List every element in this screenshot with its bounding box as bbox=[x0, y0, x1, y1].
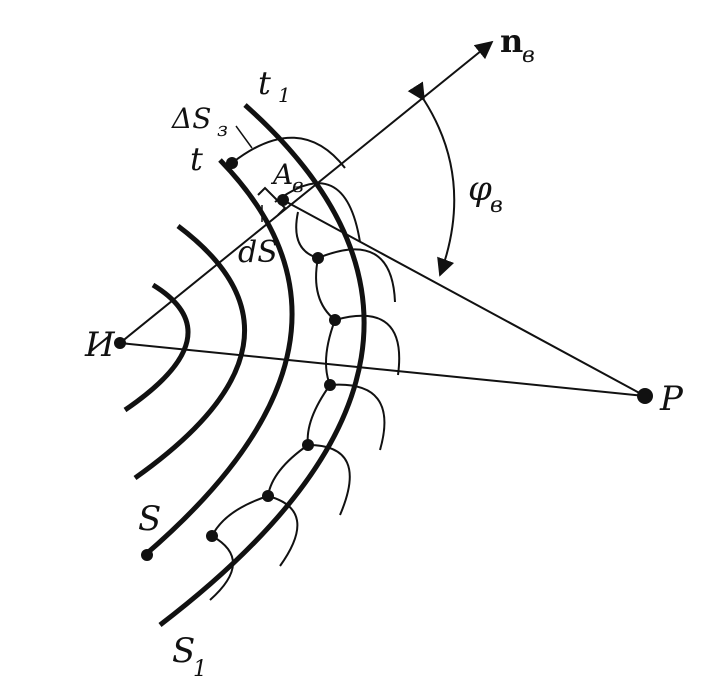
angle-label: φ bbox=[468, 169, 492, 209]
wavelet-arc bbox=[325, 319, 336, 386]
front-s1-label: S bbox=[172, 631, 195, 671]
source-point bbox=[114, 337, 126, 349]
observer-point bbox=[637, 388, 653, 404]
wavelet-arc bbox=[267, 495, 299, 567]
secondary-source-point bbox=[312, 252, 324, 264]
wavelet-arc bbox=[334, 314, 401, 376]
element-ds-label: dS bbox=[238, 235, 278, 270]
secondary-source-point bbox=[302, 439, 314, 451]
inner-wavefront-2 bbox=[133, 224, 248, 481]
wavelet-arc bbox=[307, 444, 351, 516]
point-a-label: A bbox=[270, 158, 293, 191]
wavelet-arc bbox=[315, 257, 336, 321]
wavelet-arc bbox=[211, 495, 269, 537]
wavelet-arc bbox=[274, 182, 361, 243]
wavefront-s bbox=[143, 158, 295, 557]
wavelet-arc bbox=[209, 535, 234, 601]
secondary-source-point bbox=[277, 194, 289, 206]
ds-bracket bbox=[257, 186, 287, 216]
point-a-subscript: в bbox=[292, 173, 304, 197]
secondary-source-point bbox=[262, 490, 274, 502]
source-to-p-line bbox=[119, 342, 646, 397]
wavelet-arc bbox=[317, 248, 396, 303]
secondary-source-points bbox=[141, 157, 341, 561]
angle-arc bbox=[407, 81, 456, 277]
time-t-label: t bbox=[190, 140, 203, 178]
time-t1-subscript: 1 bbox=[278, 83, 291, 107]
wavelet-arc bbox=[231, 136, 346, 169]
delta-s-label: ΔS bbox=[171, 102, 211, 135]
wavelet-arc bbox=[306, 384, 331, 446]
time-t1-label: t bbox=[258, 64, 271, 102]
a-to-p-line bbox=[282, 199, 646, 397]
angle-subscript: в bbox=[490, 193, 503, 218]
secondary-source-point bbox=[226, 157, 238, 169]
observer-label: Р bbox=[659, 379, 684, 419]
delta-s-subscript: з bbox=[217, 117, 228, 141]
secondary-source-point bbox=[141, 549, 153, 561]
front-s1-subscript: 1 bbox=[193, 657, 207, 682]
source-label: И bbox=[84, 325, 116, 365]
inner-wavefront-1 bbox=[123, 282, 191, 413]
wavefront-s1 bbox=[158, 103, 367, 627]
front-s-label: S bbox=[138, 499, 161, 539]
normal-label: n bbox=[500, 22, 523, 60]
secondary-source-point bbox=[329, 314, 341, 326]
normal-ray bbox=[119, 40, 494, 344]
secondary-source-point bbox=[206, 530, 218, 542]
wavelet-arc bbox=[295, 211, 319, 259]
secondary-source-point bbox=[324, 379, 336, 391]
normal-subscript: в bbox=[522, 43, 535, 68]
delta-s-leader bbox=[235, 125, 253, 149]
wavelet-arc bbox=[329, 383, 386, 451]
